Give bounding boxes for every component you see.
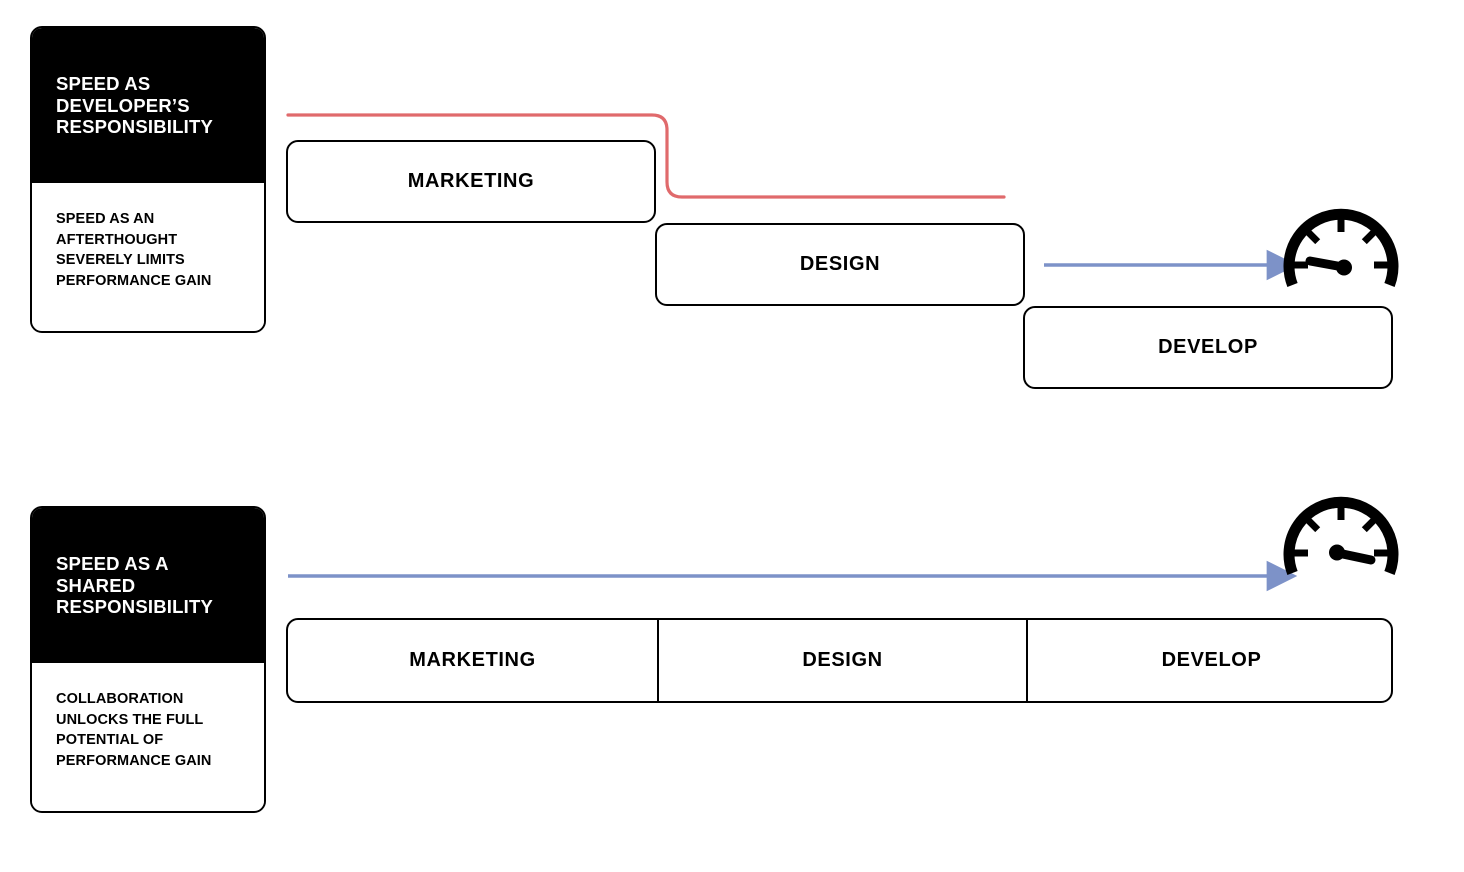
stage-segment-marketing-shared[interactable]: MARKETING — [288, 620, 657, 701]
legend-card-sequential: SPEED AS DEVELOPER’S RESPONSIBILITY SPEE… — [30, 26, 266, 333]
stage-segment-design-shared[interactable]: DESIGN — [657, 620, 1026, 701]
stage-segment-develop-shared[interactable]: DEVELOP — [1026, 620, 1395, 701]
stage-bar-shared: MARKETING DESIGN DEVELOP — [286, 618, 1393, 703]
legend-card-shared-text: COLLABORATION UNLOCKS THE FULL POTENTIAL… — [56, 691, 212, 769]
stage-box-develop-sequential-label: DEVELOP — [1158, 336, 1258, 358]
legend-card-sequential-text: SPEED AS AN AFTERTHOUGHT SEVERELY LIMITS… — [56, 211, 212, 289]
legend-card-shared-body: COLLABORATION UNLOCKS THE FULL POTENTIAL… — [32, 663, 264, 810]
stage-box-develop-sequential[interactable]: DEVELOP — [1023, 306, 1393, 389]
stage-box-marketing-sequential[interactable]: MARKETING — [286, 140, 656, 223]
stage-box-design-sequential-label: DESIGN — [799, 253, 881, 275]
legend-card-sequential-header: SPEED AS DEVELOPER’S RESPONSIBILITY — [32, 28, 264, 183]
speedometer-low-icon — [1283, 208, 1399, 287]
legend-card-shared: SPEED AS A SHARED RESPONSIBILITY COLLABO… — [30, 506, 266, 813]
stage-segment-develop-shared-label: DEVELOP — [1161, 649, 1262, 671]
stage-segment-marketing-shared-label: MARKETING — [409, 649, 536, 671]
legend-card-shared-heading: SPEED AS A SHARED RESPONSIBILITY — [56, 552, 213, 618]
speedometer-high-icon — [1283, 496, 1399, 575]
legend-card-sequential-body: SPEED AS AN AFTERTHOUGHT SEVERELY LIMITS… — [32, 183, 264, 330]
stage-box-design-sequential[interactable]: DESIGN — [655, 223, 1025, 306]
legend-card-shared-header: SPEED AS A SHARED RESPONSIBILITY — [32, 508, 264, 663]
stage-segment-design-shared-label: DESIGN — [802, 649, 883, 671]
stage-box-marketing-sequential-label: MARKETING — [407, 170, 535, 192]
legend-card-sequential-heading: SPEED AS DEVELOPER’S RESPONSIBILITY — [56, 72, 213, 138]
